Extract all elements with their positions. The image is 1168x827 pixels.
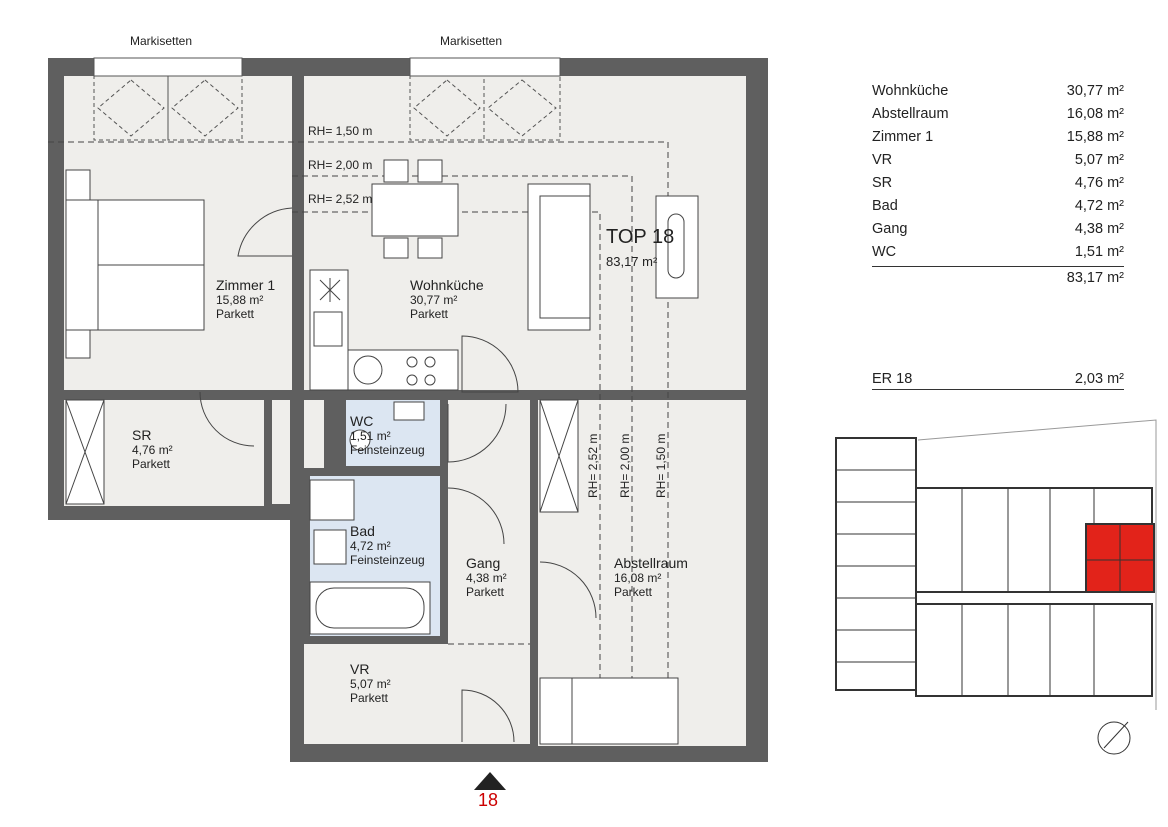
height-label-200-vertical: RH= 2,00 m: [618, 433, 632, 498]
room-label-wc: WC 1,51 m² Feinsteinzeug: [350, 413, 425, 458]
area-total-row: 83,17 m²: [872, 266, 1124, 290]
windows: [93, 57, 561, 77]
room-label-gang: Gang 4,38 m² Parkett: [466, 555, 507, 600]
room-label-vr: VR 5,07 m² Parkett: [350, 661, 391, 706]
bed: [65, 169, 205, 359]
kitchen: [309, 269, 459, 391]
doors: [199, 207, 597, 743]
entrance-arrow-icon: [474, 772, 506, 790]
room-label-sr: SR 4,76 m² Parkett: [132, 427, 173, 472]
bathroom-fixtures: [309, 401, 431, 635]
entrance-number: 18: [477, 790, 499, 810]
unit-total-area: 83,17 m²: [606, 254, 658, 269]
height-label-252: RH= 2,52 m: [308, 192, 373, 206]
room-label-bad: Bad 4,72 m² Feinsteinzeug: [350, 523, 425, 568]
height-label-200: RH= 2,00 m: [308, 158, 373, 172]
awnings: [93, 75, 561, 141]
wardrobes: [65, 399, 679, 745]
room-gang: [448, 400, 530, 644]
height-label-150: RH= 1,50 m: [308, 124, 373, 138]
room-label-wohnkueche: Wohnküche 30,77 m² Parkett: [410, 277, 484, 322]
unit-title: TOP 18: [606, 226, 675, 248]
dining-table: [371, 159, 459, 259]
awning-label-left: Markisetten: [130, 34, 193, 48]
extra-room-row: ER 18 2,03 m²: [872, 371, 1124, 390]
height-label-252-vertical: RH= 2,52 m: [586, 433, 600, 498]
height-label-150-vertical: RH= 1,50 m: [654, 433, 668, 498]
room-label-abstellraum: Abstellraum 16,08 m² Parkett: [614, 555, 688, 600]
awning-label-right: Markisetten: [440, 34, 503, 48]
room-label-zimmer1: Zimmer 1 15,88 m² Parkett: [216, 277, 276, 322]
sofa: [527, 183, 591, 331]
room-vr: [304, 644, 530, 744]
site-plan: [835, 419, 1157, 755]
